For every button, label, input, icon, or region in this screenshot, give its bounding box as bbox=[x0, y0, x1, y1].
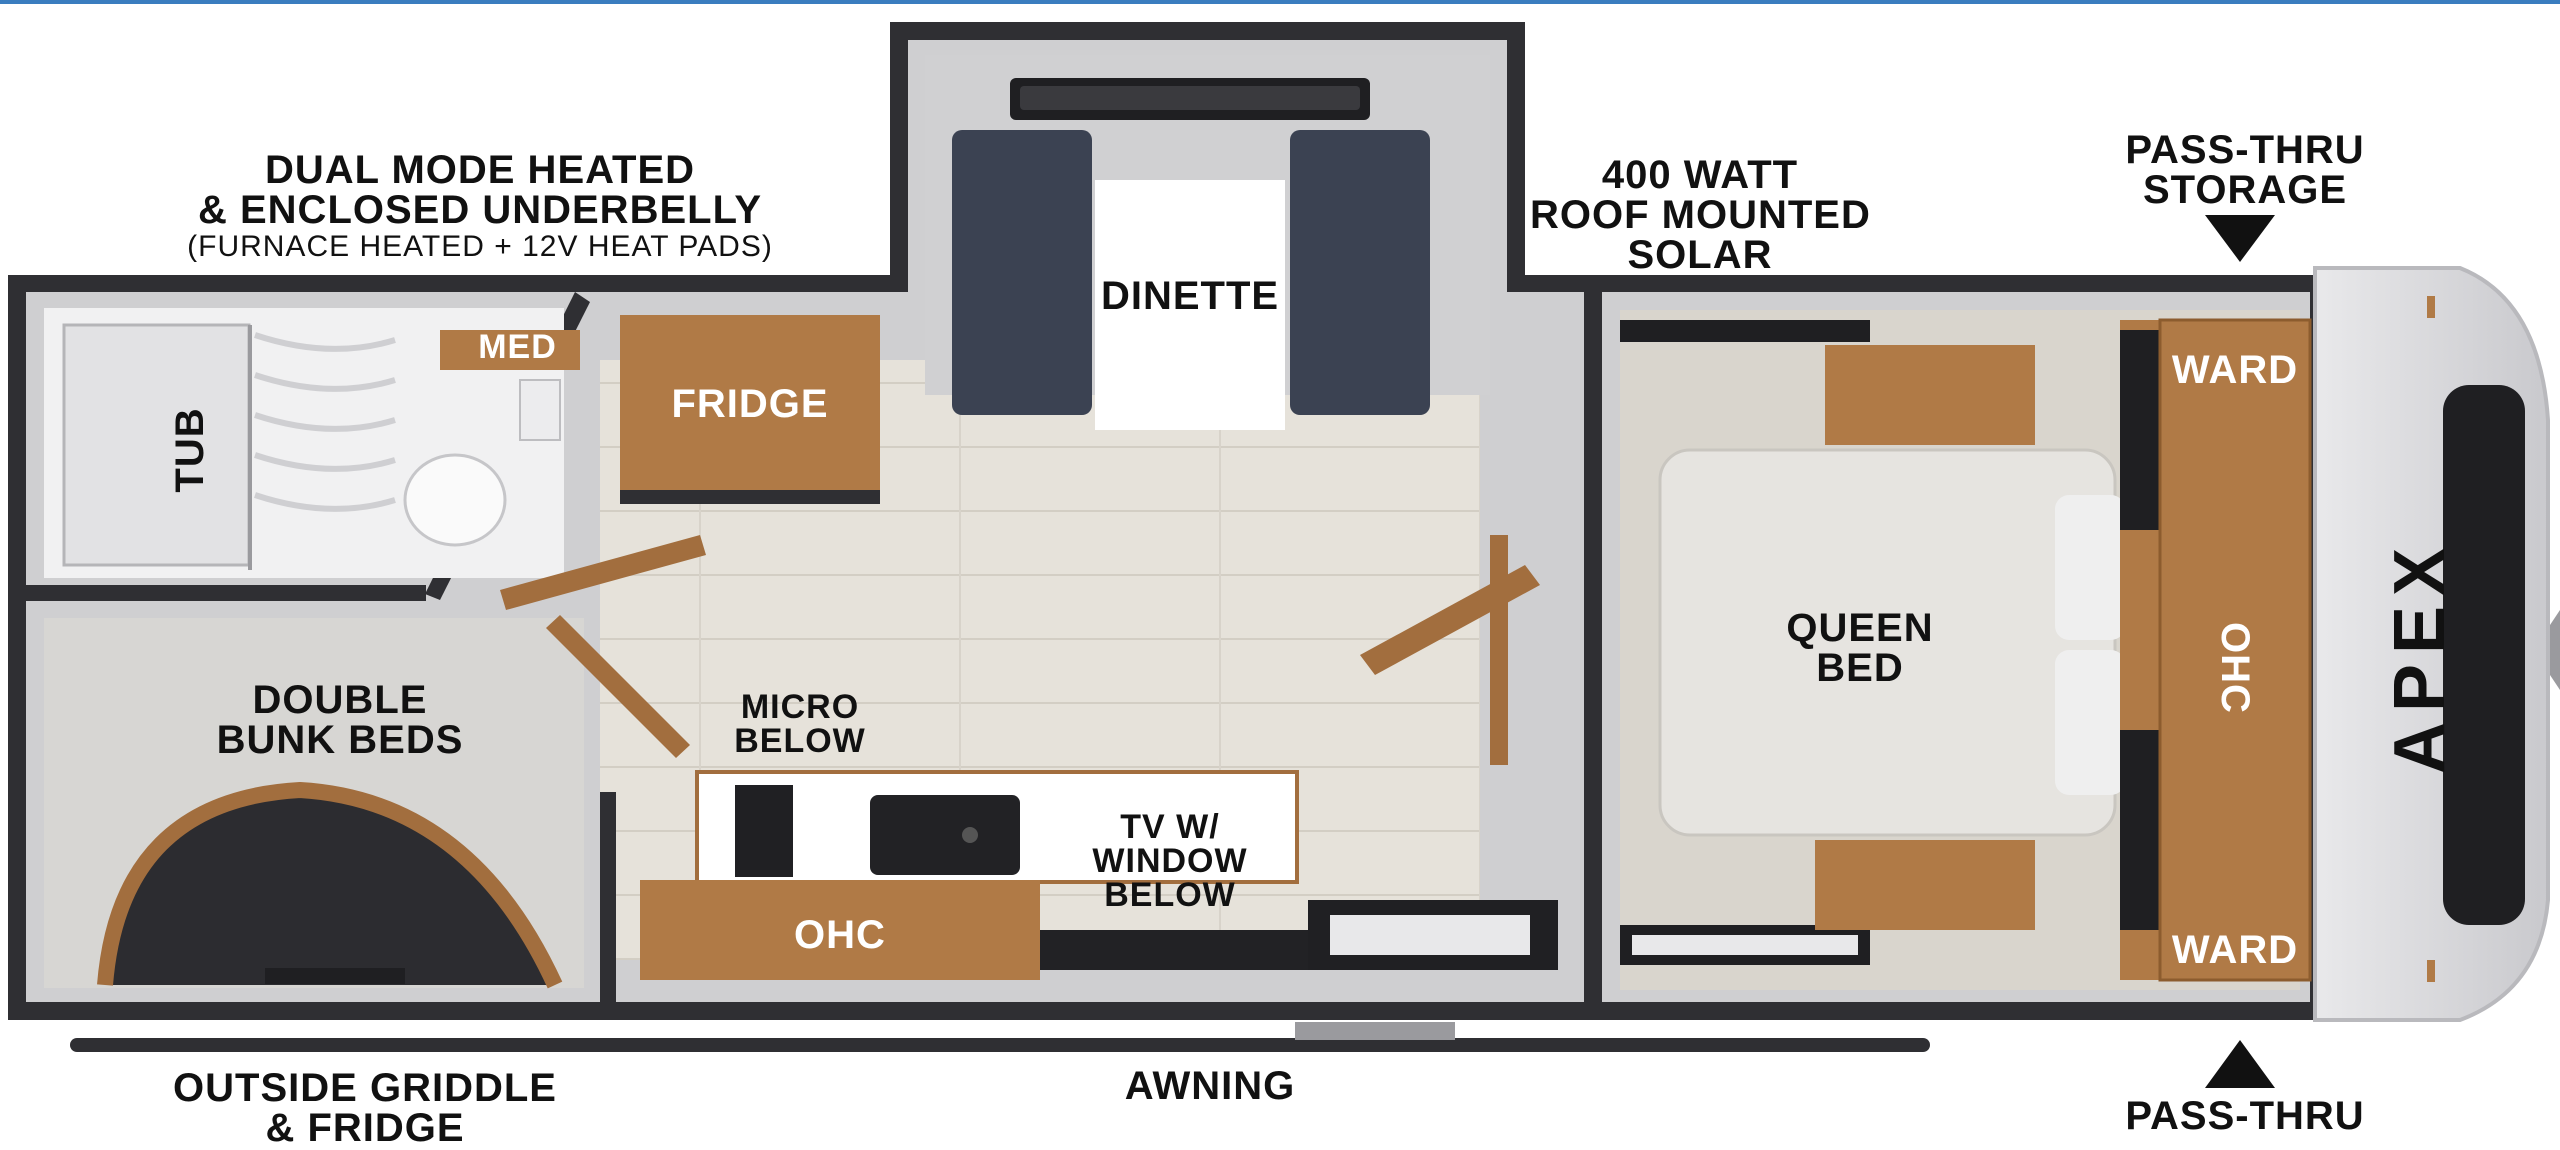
nightstand-bottom bbox=[1815, 840, 2035, 930]
nightstand-top bbox=[1825, 345, 2035, 445]
front-cap-window bbox=[2443, 385, 2525, 925]
micro-line1: MICRO bbox=[740, 688, 860, 726]
micro-line2: BELOW bbox=[734, 722, 866, 760]
awning-rail bbox=[70, 1038, 1930, 1052]
fridge-label: FRIDGE bbox=[671, 382, 829, 426]
dinette-bench-right bbox=[1290, 130, 1430, 415]
griddle-line2: & FRIDGE bbox=[265, 1106, 465, 1150]
tv-line1: TV W/ bbox=[1120, 808, 1220, 846]
tv-label: TV W/ WINDOW BELOW bbox=[1040, 810, 1300, 912]
solar-line3: SOLAR bbox=[1627, 233, 1773, 277]
bath-bunk-divider bbox=[26, 585, 426, 601]
storage-top-line2: STORAGE bbox=[2142, 168, 2348, 212]
micro-label: MICRO BELOW bbox=[700, 690, 900, 758]
bunk-line1: DOUBLE bbox=[252, 678, 428, 722]
tub-label: TUB bbox=[168, 407, 212, 493]
pass-thru-top-arrow bbox=[2205, 215, 2275, 262]
dinette-label: DINETTE bbox=[1100, 274, 1280, 318]
hall-panel-lower bbox=[546, 615, 690, 758]
pass-thru-bottom-arrow bbox=[2205, 1040, 2275, 1088]
underbelly-line2: & ENCLOSED UNDERBELLY bbox=[197, 188, 763, 232]
pillow-bottom bbox=[2055, 650, 2125, 795]
door-frame bbox=[1490, 535, 1508, 765]
ward-top-label: WARD bbox=[2171, 348, 2299, 392]
storage-top-line1: PASS-THRU bbox=[2125, 128, 2365, 172]
bunk-label: DOUBLE BUNK BEDS bbox=[140, 680, 540, 760]
pillow-top bbox=[2055, 495, 2125, 640]
awning-label: AWNING bbox=[1124, 1064, 1296, 1108]
storage-bottom-line1: PASS-THRU bbox=[2125, 1094, 2365, 1138]
ward-bottom-label: WARD bbox=[2171, 928, 2299, 972]
bedroom-window-top bbox=[1620, 320, 1870, 342]
med-label: MED bbox=[478, 328, 557, 366]
storage-top-label: PASS-THRU STORAGE bbox=[2095, 130, 2395, 210]
brand-logo-text: APEX bbox=[2380, 537, 2460, 775]
solar-line1: 400 WATT bbox=[1601, 153, 1799, 197]
dinette-table bbox=[1095, 180, 1285, 430]
shower-curtain-folds bbox=[254, 332, 396, 512]
queen-line2: BED bbox=[1816, 646, 1904, 690]
dinette-window-glass bbox=[1020, 86, 1360, 110]
bedroom-divider bbox=[1584, 292, 1602, 1002]
fridge-base bbox=[620, 490, 880, 504]
solar-label: 400 WATT ROOF MOUNTED SOLAR bbox=[1530, 155, 1870, 275]
headboard-shelf-bottom bbox=[2120, 730, 2160, 930]
entry-step-inner bbox=[1330, 915, 1530, 955]
ohc-bedroom-label: OHC bbox=[2213, 622, 2257, 714]
underbelly-line1: DUAL MODE HEATED bbox=[264, 148, 696, 192]
kitchen-end-wall bbox=[600, 792, 616, 1002]
dinette-bench-left bbox=[952, 130, 1092, 415]
cap-marker-top bbox=[2427, 296, 2435, 318]
awning-bracket bbox=[1295, 1022, 1455, 1040]
hitch bbox=[2550, 610, 2560, 690]
tv-line3: BELOW bbox=[1104, 876, 1236, 914]
ohc-kitchen-cabinet bbox=[640, 880, 1040, 980]
med-cabinet bbox=[440, 330, 580, 370]
stove-top bbox=[735, 785, 793, 877]
bunk-arch bbox=[105, 790, 555, 985]
queen-bed-label: QUEEN BED bbox=[1760, 608, 1960, 688]
griddle-label: OUTSIDE GRIDDLE & FRIDGE bbox=[160, 1068, 570, 1148]
bunk-arch-frame bbox=[97, 781, 563, 989]
hall-panel-upper bbox=[500, 535, 706, 610]
sink-counter bbox=[519, 379, 561, 441]
top-accent-bar bbox=[0, 0, 2560, 4]
cap-marker-bottom bbox=[2427, 960, 2435, 982]
headboard-shelf-top bbox=[2120, 330, 2160, 530]
sink-drain bbox=[962, 827, 978, 843]
toilet bbox=[403, 453, 507, 547]
kitchen-sink bbox=[870, 795, 1020, 875]
griddle-line1: OUTSIDE GRIDDLE bbox=[173, 1066, 557, 1110]
queen-line1: QUEEN bbox=[1786, 606, 1934, 650]
tv-cabinet bbox=[1040, 930, 1310, 970]
storage-bottom-label: PASS-THRU bbox=[2095, 1096, 2395, 1136]
bedroom-window-bottom-glass bbox=[1632, 935, 1858, 955]
queen-bed bbox=[1658, 448, 2117, 837]
solar-line2: ROOF MOUNTED bbox=[1530, 193, 1871, 237]
tv-line2: WINDOW bbox=[1092, 842, 1248, 880]
ohc-kitchen-label: OHC bbox=[794, 913, 886, 957]
tub-shape bbox=[62, 323, 251, 567]
fridge-cabinet bbox=[620, 315, 880, 490]
bunk-floor-vent bbox=[265, 968, 405, 984]
underbelly-label: DUAL MODE HEATED & ENCLOSED UNDERBELLY (… bbox=[140, 150, 820, 262]
underbelly-line3: (FURNACE HEATED + 12V HEAT PADS) bbox=[187, 230, 773, 263]
ward-panel bbox=[2158, 318, 2312, 982]
bunk-line2: BUNK BEDS bbox=[216, 718, 464, 762]
